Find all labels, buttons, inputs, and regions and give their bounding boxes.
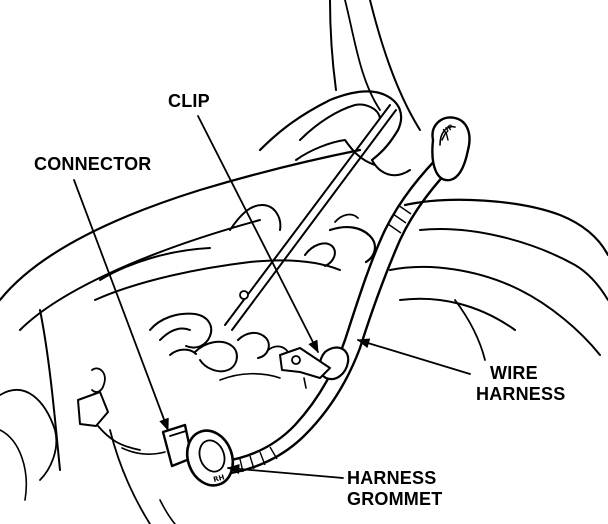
connector-leader — [73, 179, 169, 432]
inner-panel-frame — [94, 90, 411, 381]
left-side-connector — [77, 367, 141, 451]
wire-harness — [218, 148, 460, 476]
clip-label: CLIP — [168, 91, 210, 111]
upper-grommet: UP — [431, 116, 471, 182]
wire-harness-leader — [356, 338, 471, 375]
wire-harness-label-line2: HARNESS — [476, 384, 566, 404]
clip-leader — [197, 115, 319, 354]
harness-grommet-label: HARNESS GROMMET — [347, 468, 442, 510]
connector-label: CONNECTOR — [34, 154, 151, 174]
grommet-marking: RH — [212, 473, 225, 484]
body-panel-outline — [0, 0, 421, 524]
harness-grommet: RH — [185, 429, 235, 487]
harness-grommet-leader — [226, 463, 344, 479]
wire-harness-label: WIRE HARNESS — [476, 363, 565, 405]
wire-harness-label-line1: WIRE — [490, 363, 538, 383]
harness-grommet-label-line1: HARNESS — [347, 468, 437, 488]
harness-grommet-label-line2: GROMMET — [347, 489, 443, 509]
harness-connector — [121, 423, 194, 468]
clip-label-text: CLIP — [168, 91, 210, 111]
connector-label-text: CONNECTOR — [34, 154, 152, 174]
harness-clip — [267, 345, 350, 389]
door-rod — [224, 104, 397, 331]
right-body-shapes — [389, 198, 608, 361]
leader-lines — [73, 115, 471, 479]
